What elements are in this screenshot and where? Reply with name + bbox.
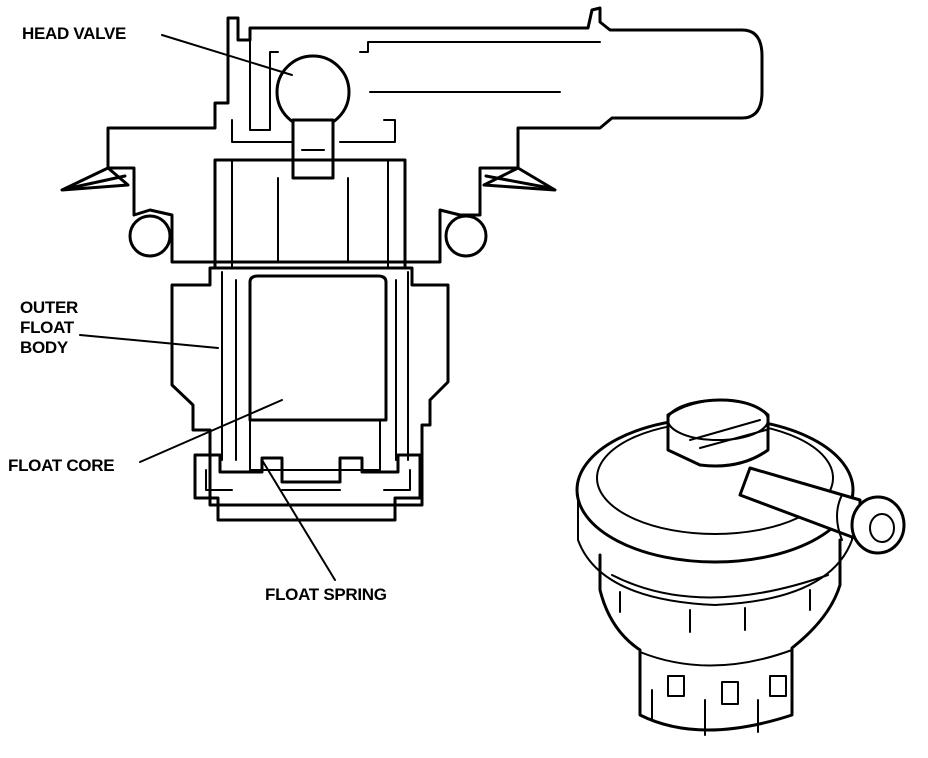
label-outer-float-body-line1: OUTER xyxy=(20,298,79,317)
bottom-cap xyxy=(193,453,422,522)
float-core xyxy=(248,274,388,471)
leader-outer-float-body xyxy=(79,334,219,349)
label-outer-float-body-line2: FLOAT xyxy=(20,318,74,337)
leader-float-spring xyxy=(261,459,336,581)
label-float-spring: FLOAT SPRING xyxy=(265,585,387,604)
label-outer-float-body-line3: BODY xyxy=(20,338,68,357)
head-valve xyxy=(275,54,351,180)
o-rings xyxy=(128,214,488,258)
leader-lines xyxy=(79,34,336,581)
valve-housing xyxy=(106,6,764,264)
housing-barbs xyxy=(60,166,557,192)
valve-3d-illustration xyxy=(575,398,906,736)
label-head-valve: HEAD VALVE xyxy=(22,24,127,43)
outer-float-body xyxy=(170,266,450,507)
leader-head-valve xyxy=(161,34,293,76)
label-float-core: FLOAT CORE xyxy=(8,456,115,475)
leader-float-core xyxy=(139,399,283,463)
